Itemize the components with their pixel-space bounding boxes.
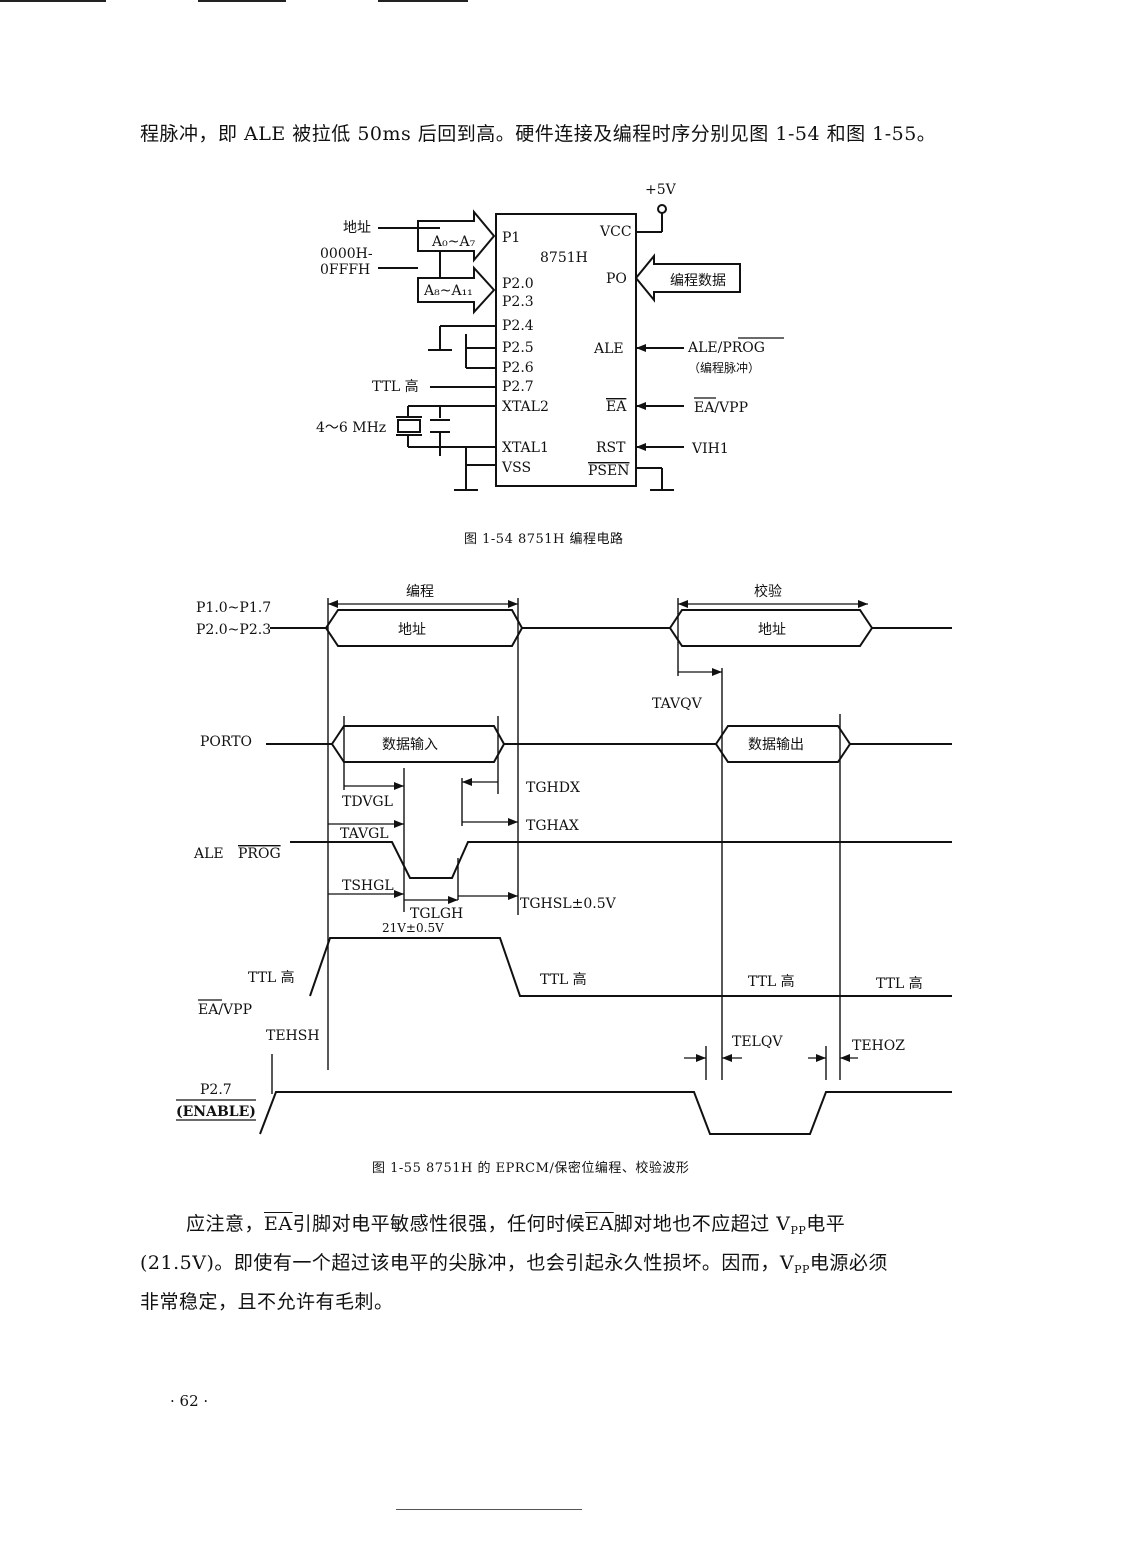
label-tghdx: TGHDX — [526, 780, 580, 796]
label-tshgl: TSHGL — [342, 878, 394, 894]
paragraph-bottom-line-2: (21.5V)。即使有一个超过该电平的尖脉冲，也会引起永久性损坏。因而，VPP电… — [140, 1247, 980, 1286]
label-a-low: A₀~A₇ — [431, 234, 476, 250]
figure-1-55-waveforms: 编程 校验 P1.0~P1.7 P2.0~P2.3 地址 地址 TAVQV PO… — [176, 583, 952, 1135]
overline-marks-54 — [694, 337, 784, 399]
label-prog: 编程 — [406, 584, 434, 600]
label-ttl-high-3: TTL 高 — [748, 973, 795, 990]
paragraph-bottom-line-3: 非常稳定，且不允许有毛刺。 — [140, 1291, 394, 1313]
label-chip: 8751H — [540, 250, 588, 266]
label-21v: 21V±0.5V — [382, 921, 444, 935]
label-addr-verify: 地址 — [758, 622, 786, 638]
pin-xtal1: XTAL1 — [502, 440, 549, 456]
caption-fig-1-55: 图 1-55 8751H 的 EPRCM/保密位编程、校验波形 — [372, 1161, 690, 1176]
pin-p27: P2.7 — [502, 379, 534, 395]
pin-po: PO — [606, 271, 627, 287]
signal-p2: P2.0~P2.3 — [196, 622, 271, 638]
pin-psen: PSEN — [588, 463, 629, 479]
label-addr-prog: 地址 — [398, 622, 426, 638]
top-rule-1 — [0, 0, 106, 2]
label-ale-prog: ALE/PROG — [687, 340, 765, 356]
label-tehsh: TEHSH — [266, 1028, 320, 1044]
pin-p26: P2.6 — [502, 360, 534, 376]
p27-enable-wave — [259, 1091, 952, 1135]
label-ea-vpp: EA/VPP — [694, 400, 748, 416]
pp-subscript: PP — [790, 1224, 807, 1237]
top-rule-3 — [378, 0, 468, 2]
pin-p20: P2.0 — [502, 276, 534, 292]
paragraph-bottom: 应注意，EA引脚对电平敏感性很强，任何时候EA脚对地也不应超过 VPP电平 (2… — [140, 1208, 980, 1318]
page-number: · 62 · — [170, 1392, 209, 1410]
pin-ale: ALE — [593, 341, 624, 357]
bottom-scan-rule — [396, 1509, 582, 1510]
label-ttl-high: TTL 高 — [372, 378, 419, 395]
ea-vpp-wave — [309, 937, 952, 997]
label-freq: 4～6 MHz — [316, 420, 386, 436]
label-tghax: TGHAX — [526, 818, 579, 834]
pin-p23: P2.3 — [502, 294, 534, 310]
label-vplus: +5V — [645, 182, 677, 198]
label-telqv: TELQV — [732, 1034, 783, 1050]
label-addr-range-1: 0000H- — [320, 246, 373, 262]
pin-vss: VSS — [501, 460, 531, 476]
signal-ale: ALE — [193, 846, 224, 862]
pin-rst: RST — [596, 440, 626, 456]
text-span: 应注意， — [186, 1213, 265, 1235]
signal-prog: PROG — [238, 846, 281, 862]
label-verify: 校验 — [754, 583, 782, 600]
pin-p25: P2.5 — [502, 340, 534, 356]
signal-ea-vpp: EA/VPP — [198, 1002, 252, 1018]
label-data-out: 数据输出 — [748, 737, 804, 753]
signal-enable: (ENABLE) — [176, 1104, 256, 1120]
ea-overline: EA — [585, 1213, 614, 1235]
label-ttl-high-4: TTL 高 — [876, 975, 923, 992]
ea-overline: EA — [264, 1213, 293, 1235]
addr-low-arrow — [417, 209, 496, 263]
label-addr-in: 地址 — [343, 220, 371, 236]
pin-p1: P1 — [502, 230, 520, 246]
top-rule-2 — [198, 0, 286, 2]
label-prog-pulse: （编程脉冲） — [688, 360, 760, 375]
signal-p27: P2.7 — [200, 1082, 232, 1098]
signal-p1: P1.0~P1.7 — [196, 600, 271, 616]
text-span: 电源必须 — [809, 1252, 888, 1274]
paragraph-top: 程脉冲，即 ALE 被拉低 50ms 后回到高。硬件连接及编程时序分别见图 1-… — [140, 123, 937, 145]
label-tdvgl: TDVGL — [342, 794, 393, 810]
label-tavqv: TAVQV — [652, 696, 703, 712]
addr-high-arrow — [417, 265, 496, 315]
prog-data-arrow — [634, 253, 741, 303]
label-tglgh: TGLGH — [410, 906, 463, 922]
ale-prog-wave — [290, 841, 952, 879]
label-ttl-high-2: TTL 高 — [540, 971, 587, 988]
pin-xtal2: XTAL2 — [502, 399, 549, 415]
label-ttl-high-1: TTL 高 — [248, 969, 295, 986]
label-tavgl: TAVGL — [340, 826, 389, 842]
text-span: 引脚对电平敏感性很强，任何时候 — [292, 1213, 586, 1235]
chip-body — [495, 213, 637, 487]
label-a-high: A₈~A₁₁ — [423, 283, 473, 299]
text-span: 电平 — [806, 1213, 846, 1235]
pin-ea: EA — [606, 399, 627, 415]
paragraph-bottom-line-1: 应注意，EA引脚对电平敏感性很强，任何时候EA脚对地也不应超过 VPP电平 — [140, 1208, 980, 1247]
pin-vcc: VCC — [599, 224, 632, 240]
text-span: 脚对地也不应超过 V — [613, 1213, 791, 1235]
label-tehoz: TEHOZ — [852, 1038, 905, 1054]
pin-p24: P2.4 — [502, 318, 534, 334]
figure-1-54-circuit: +5V 地址 0000H- 0FFFH A₀~A₇ A₈~A₁₁ 8751H P… — [316, 182, 765, 491]
label-addr-range-2: 0FFFH — [320, 262, 370, 278]
text-span: (21.5V)。即使有一个超过该电平的尖脉冲，也会引起永久性损坏。因而，V — [140, 1252, 795, 1274]
signal-port0: PORTO — [200, 734, 252, 750]
label-data-in: 数据输入 — [382, 737, 438, 753]
label-tghsl: TGHSL±0.5V — [520, 896, 617, 912]
caption-fig-1-54: 图 1-54 8751H 编程电路 — [464, 532, 624, 547]
label-prog-data: 编程数据 — [670, 273, 726, 289]
pp-subscript: PP — [794, 1263, 810, 1276]
label-vih1: VIH1 — [691, 441, 729, 457]
